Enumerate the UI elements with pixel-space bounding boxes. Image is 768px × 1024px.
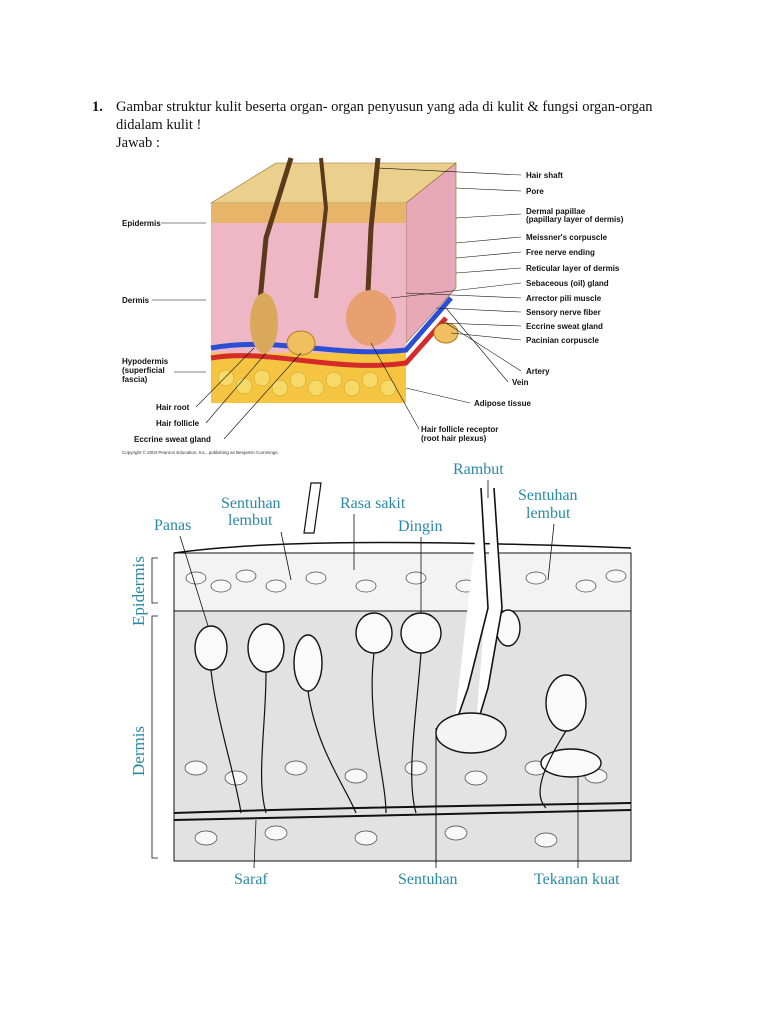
label-dermal-papillae: Dermal papillae (526, 207, 586, 216)
label-rasa-sakit: Rasa sakit (340, 495, 406, 512)
label-eccrine-left: Eccrine sweat gland (134, 435, 211, 444)
label-root-hair-plexus: (root hair plexus) (421, 434, 487, 443)
label-sentuhan-lembut-right-2: lembut (526, 505, 571, 522)
label-follicle-receptor: Hair follicle receptor (421, 425, 498, 434)
label-papillary: (papillary layer of dermis) (526, 215, 624, 224)
label-epidermis-side: Epidermis (129, 556, 148, 626)
skin-structure-figure: Epidermis Dermis Hypodermis (superficial… (116, 148, 648, 460)
label-rambut: Rambut (453, 461, 504, 478)
copyright-note: Copyright © 2004 Pearson Education, Inc.… (122, 449, 279, 455)
label-reticular: Reticular layer of dermis (526, 264, 620, 273)
label-pacinian: Pacinian corpuscle (526, 336, 599, 345)
label-hair-shaft: Hair shaft (526, 171, 563, 180)
label-tekanan-kuat: Tekanan kuat (534, 871, 620, 888)
question-number: 1. (92, 99, 103, 115)
label-pore: Pore (526, 187, 544, 196)
label-eccrine-right: Eccrine sweat gland (526, 322, 603, 331)
label-hair-root: Hair root (156, 403, 190, 412)
skin-receptors-figure: Rambut Sentuhan lembut Rasa sakit Sentuh… (116, 458, 656, 898)
label-dermis: Dermis (122, 296, 150, 305)
label-dingin: Dingin (398, 518, 442, 535)
right-label-list: Hair shaft Pore Dermal papillae (papilla… (370, 167, 624, 443)
label-sentuhan-lembut-left-1: Sentuhan (221, 495, 281, 512)
label-superficial: (superficial (122, 366, 165, 375)
label-meissner: Meissner's corpuscle (526, 233, 608, 242)
label-sebaceous: Sebaceous (oil) gland (526, 279, 609, 288)
label-sentuhan-lembut-right-1: Sentuhan (518, 487, 578, 504)
question-text: Gambar struktur kulit beserta organ- org… (116, 99, 653, 133)
label-hypodermis: Hypodermis (122, 357, 169, 366)
label-sentuhan-lembut-left-2: lembut (228, 512, 273, 529)
label-artery: Artery (526, 367, 550, 376)
label-vein: Vein (512, 378, 529, 387)
label-saraf: Saraf (234, 871, 268, 888)
label-panas: Panas (154, 517, 191, 534)
label-sensory-nerve: Sensory nerve fiber (526, 308, 601, 317)
label-fascia: fascia) (122, 375, 148, 384)
label-epidermis: Epidermis (122, 219, 161, 228)
label-dermis-side: Dermis (129, 726, 148, 776)
answer-label: Jawab : (116, 135, 160, 151)
label-adipose: Adipose tissue (474, 399, 531, 408)
label-sentuhan-bottom: Sentuhan (398, 871, 458, 888)
label-free-nerve: Free nerve ending (526, 248, 595, 257)
label-hair-follicle: Hair follicle (156, 419, 200, 428)
label-arrector: Arrector pili muscle (526, 294, 602, 303)
